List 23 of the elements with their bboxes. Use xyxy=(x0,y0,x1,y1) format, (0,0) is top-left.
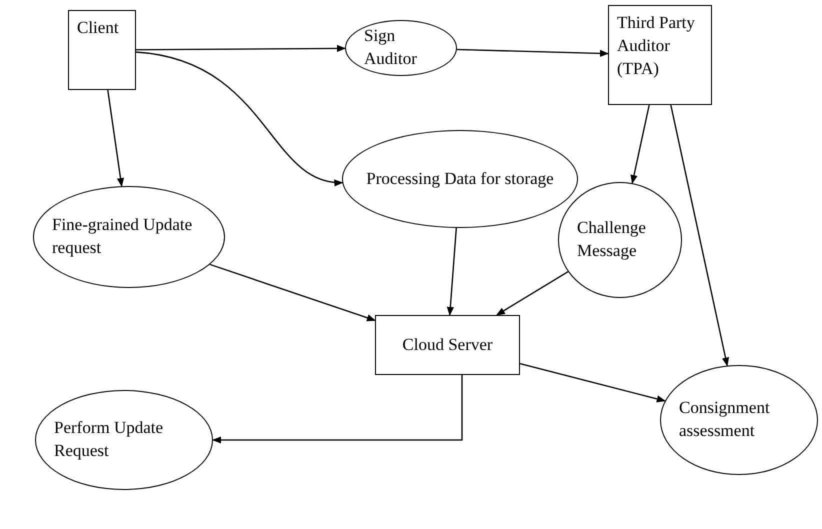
arrow xyxy=(107,90,124,188)
entity-box xyxy=(608,5,712,105)
arrow xyxy=(212,375,463,444)
node-label: Processing Data for storage xyxy=(366,168,554,190)
node-label: Challenge Message xyxy=(577,217,647,262)
arrow xyxy=(520,363,666,402)
arrow xyxy=(456,48,609,57)
arrow xyxy=(446,228,457,316)
node-label: Client xyxy=(77,17,119,39)
arrow xyxy=(496,271,568,316)
arrow xyxy=(136,44,346,52)
node-label: Consignment assessment xyxy=(679,397,771,442)
node-label: Perform Update Request xyxy=(54,417,164,462)
entity-box xyxy=(68,10,136,90)
node-label: Cloud Server xyxy=(402,334,493,356)
arrow xyxy=(136,51,344,186)
entity-box xyxy=(375,315,520,375)
arrow xyxy=(670,104,730,366)
arrow xyxy=(210,264,376,322)
node-label: Sign Auditor xyxy=(364,25,418,70)
node-label: Third Party Auditor (TPA) xyxy=(617,12,696,80)
arrow xyxy=(630,104,650,184)
node-label: Fine-grained Update request xyxy=(52,214,194,259)
